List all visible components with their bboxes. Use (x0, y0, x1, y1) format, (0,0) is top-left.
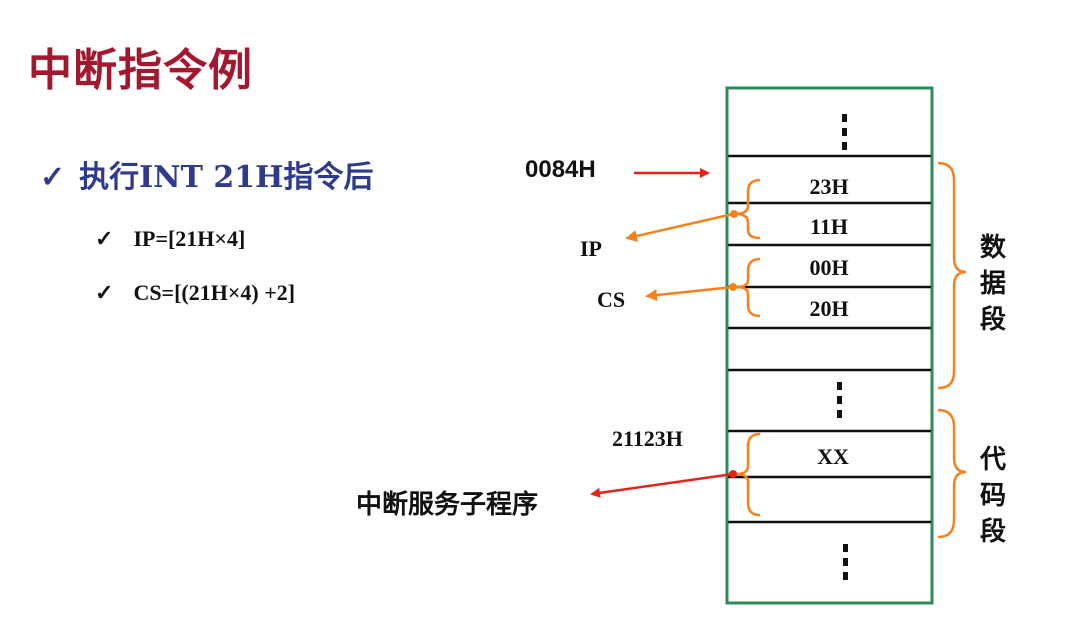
memory-dividers (728, 154, 931, 524)
data-segment-char: 段 (979, 305, 1006, 335)
memory-cell-00h: 00H (809, 255, 849, 280)
check-icon: ✓ (40, 160, 66, 195)
memory-cell-20h: 20H (809, 296, 849, 321)
code-segment-char: 码 (979, 481, 1006, 511)
check-icon: ✓ (95, 280, 114, 305)
address-0084h: 0084H (525, 156, 596, 183)
memory-cell-23h: 23H (809, 174, 849, 199)
arrow-ip (625, 212, 734, 242)
cs-label: CS (597, 287, 626, 312)
isr-label: 中断服务子程序 (356, 489, 539, 519)
main-bullet: ✓ 执行INT 21H指令后 (40, 152, 373, 196)
memory-box (725, 86, 934, 605)
code-segment-char: 段 (979, 517, 1006, 547)
slide-title: 中断指令例 (28, 45, 253, 96)
brace-data-segment (937, 161, 967, 390)
code-segment-label: 代 码 段 (978, 442, 1008, 550)
check-icon: ✓ (95, 226, 114, 251)
arrow-cs (645, 285, 734, 302)
ellipsis-middle (837, 382, 842, 418)
memory-cell-11h: 11H (810, 214, 848, 239)
sub-bullet-ip-text: IP=[21H×4] (133, 226, 246, 251)
data-segment-label: 数 据 段 (978, 230, 1008, 338)
brace-code-segment (937, 408, 967, 539)
data-segment-char: 数 (979, 233, 1006, 263)
ellipsis-bottom (843, 544, 848, 580)
ellipsis-top (842, 114, 847, 150)
memory-cell-xx: XX (817, 444, 849, 469)
ip-label: IP (580, 236, 602, 261)
data-segment-char: 据 (979, 269, 1006, 299)
arrow-isr (590, 472, 734, 498)
ip-anchor-dot (730, 210, 738, 218)
code-segment-char: 代 (979, 445, 1006, 475)
address-21123h: 21123H (612, 426, 683, 451)
main-bullet-text: 执行INT 21H指令后 (79, 160, 374, 195)
sub-bullet-ip: ✓ IP=[21H×4] (95, 226, 245, 252)
sub-bullet-cs-text: CS=[(21H×4) +2] (133, 280, 296, 305)
sub-bullet-cs: ✓ CS=[(21H×4) +2] (95, 280, 295, 306)
